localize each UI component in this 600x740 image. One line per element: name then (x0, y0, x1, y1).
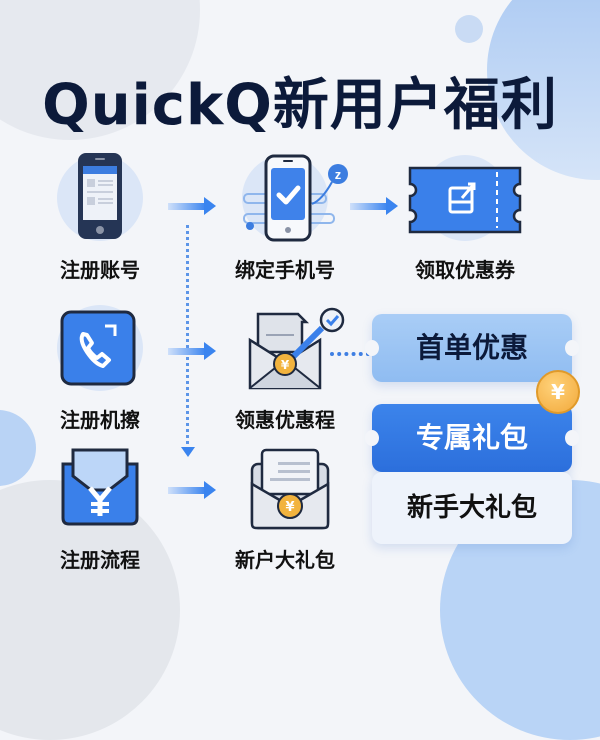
vertical-connector (186, 225, 189, 450)
step-bind-phone: z 绑定手机号 (210, 150, 360, 283)
step-claim-offer: ¥ 领惠优惠程 (210, 300, 360, 433)
page-title: QuickQ新用户福利 (42, 73, 558, 138)
coin-icon: ¥ (536, 370, 580, 414)
step-register-account: 注册账号 (25, 150, 175, 283)
step-label: 注册机擦 (60, 408, 140, 432)
svg-text:¥: ¥ (285, 500, 294, 515)
phone-call-icon (60, 310, 136, 386)
dotted-connector (330, 352, 370, 356)
svg-text:¥: ¥ (281, 358, 290, 372)
step-label: 注册账号 (60, 258, 140, 282)
coupon-exclusive-pack[interactable]: 专属礼包 (365, 404, 579, 472)
phone-check-icon: z (243, 154, 348, 242)
step-label: 绑定手机号 (235, 258, 335, 282)
phone-form-icon (78, 153, 122, 239)
svg-text:z: z (335, 167, 342, 182)
step-claim-coupon: 领取优惠券 (390, 150, 540, 283)
step-register-flow: 注册流程 (25, 440, 175, 573)
step-label: 领惠优惠程 (235, 408, 335, 432)
envelope-coin-icon: ¥ (248, 307, 345, 390)
arrow-down-icon (181, 447, 195, 457)
step-label: 新户大礼包 (235, 548, 335, 572)
step-register-device: 注册机擦 (25, 300, 175, 433)
step-label: 注册流程 (60, 548, 140, 572)
step-label: 领取优惠券 (415, 258, 515, 282)
coupon-newbie-pack[interactable]: 新手大礼包 (372, 472, 572, 544)
bg-dot (455, 15, 483, 43)
step-new-user-gift: ¥ 新户大礼包 (210, 440, 360, 573)
envelope-yen-icon: ¥ (250, 448, 330, 530)
wallet-yen-icon (61, 448, 139, 526)
ticket-icon (408, 166, 522, 234)
coupon-first-order[interactable]: 首单优惠 (365, 314, 579, 382)
